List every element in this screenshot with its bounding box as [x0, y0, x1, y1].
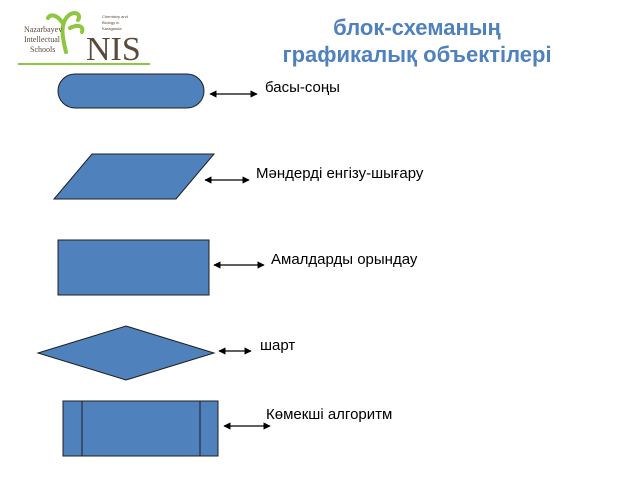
logo-tag-line2: Biology in [102, 20, 119, 25]
process-label: Амалдарды орындау [271, 251, 418, 268]
page-title: блок-схеманың графикалық объектілері [232, 14, 602, 68]
input-output-label: Мәндерді енгізу-шығару [256, 165, 424, 182]
logo-org-line3: Schools [30, 45, 55, 54]
logo-acronym: NIS [86, 31, 141, 68]
nis-logo: Nazarbayev Intellectual Schools NIS Chem… [18, 11, 150, 68]
logo-org-line2: Intellectual [24, 35, 61, 44]
logo-org-line1: Nazarbayev [24, 25, 62, 34]
process-shape [57, 239, 210, 296]
input-output-shape [52, 153, 216, 200]
title-line2: графикалық объектілері [282, 42, 552, 67]
decision-shape [36, 325, 216, 381]
subroutine-shape [62, 400, 219, 457]
subroutine-label: Көмекші алгоритм [266, 406, 393, 423]
terminator-label: басы-соңы [265, 79, 340, 96]
terminator-shape [57, 73, 205, 109]
title-line1: блок-схеманың [333, 15, 501, 40]
logo-tag-line3: Karaganda [102, 26, 122, 31]
logo-leaf-icon [46, 11, 85, 54]
decision-label: шарт [260, 337, 296, 354]
logo-tag-line1: Chemistry and [102, 14, 128, 19]
